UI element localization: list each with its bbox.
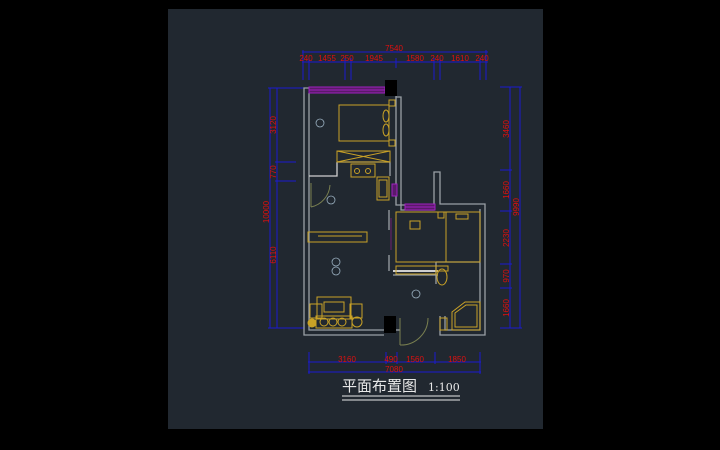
top-segment-labels: 240 1455 250 1945 1580 240 1610 240 (299, 54, 489, 63)
dim-label: 1580 (406, 54, 424, 63)
dim-label: 770 (269, 165, 278, 179)
right-dimension-chain (500, 86, 522, 329)
tv-console (307, 231, 368, 243)
drawing-title-block: 平面布置图 1:100 (342, 377, 460, 401)
dim-label: 1660 (502, 181, 511, 199)
dim-label: 3460 (502, 120, 511, 138)
top-dimension-chain (302, 50, 488, 80)
dim-label: 970 (502, 269, 511, 283)
dim-label: 1610 (451, 54, 469, 63)
cad-canvas: 7540 240 1455 250 1945 1580 240 1610 240… (168, 9, 543, 429)
floor-plan-drawing: 7540 240 1455 250 1945 1580 240 1610 240… (262, 44, 522, 401)
bed (338, 104, 390, 142)
drawing-title: 平面布置图 (342, 377, 417, 395)
dim-label: 250 (340, 54, 354, 63)
right-total-dimension: 9990 (512, 198, 521, 216)
furniture (307, 99, 481, 331)
dim-label: 1455 (318, 54, 336, 63)
dim-label: 3120 (269, 116, 278, 134)
left-dimension-chain (268, 87, 304, 329)
doors (310, 183, 429, 346)
dim-label: 3160 (338, 355, 356, 364)
windows (308, 86, 436, 250)
dim-label: 2230 (502, 229, 511, 247)
ceiling-light-symbols (315, 118, 421, 299)
bottom-dimension-chain (308, 352, 481, 374)
dim-label: 240 (475, 54, 489, 63)
dim-label: 1945 (365, 54, 383, 63)
dim-label: 1660 (502, 299, 511, 317)
left-total-dimension: 10000 (262, 200, 271, 223)
dim-label: 6110 (269, 246, 278, 264)
dim-label: 1850 (448, 355, 466, 364)
dim-label: 1560 (406, 355, 424, 364)
dim-label: 240 (299, 54, 313, 63)
structural-column (385, 80, 397, 96)
cooktop (350, 163, 376, 178)
toilet (435, 265, 449, 272)
sofa (316, 296, 352, 320)
drawing-scale: 1:100 (428, 381, 460, 394)
top-total-dimension: 7540 (385, 44, 403, 53)
wardrobe (336, 150, 391, 163)
dim-label: 240 (430, 54, 444, 63)
bottom-total-dimension: 7080 (385, 365, 403, 374)
structural-column (384, 316, 396, 333)
shower-tray (451, 301, 481, 331)
dim-label: 490 (384, 355, 398, 364)
